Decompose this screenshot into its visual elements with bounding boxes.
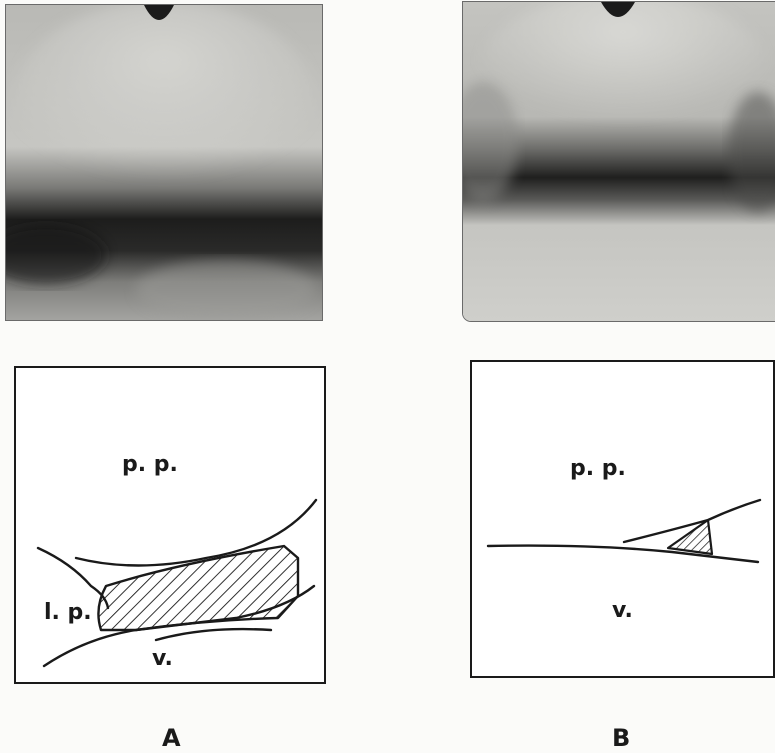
lower-inner-line — [156, 629, 271, 640]
label-v-b: v. — [612, 598, 633, 623]
label-pp-b: p. p. — [570, 456, 626, 481]
left-outline-line — [38, 548, 108, 608]
label-lp-a: l. p. — [44, 600, 92, 625]
label-v-a: v. — [152, 646, 173, 671]
tracing-diagram-a: p. p. l. p. v. — [14, 366, 326, 684]
photograph-a — [6, 5, 322, 320]
tracing-diagram-b: p. p. v. — [470, 360, 775, 678]
label-pp-a: p. p. — [122, 452, 178, 477]
panel-letter-b: B — [612, 724, 630, 752]
panel-letter-a: A — [162, 724, 181, 752]
photograph-b — [463, 2, 775, 321]
horizontal-contour-line — [488, 546, 758, 562]
